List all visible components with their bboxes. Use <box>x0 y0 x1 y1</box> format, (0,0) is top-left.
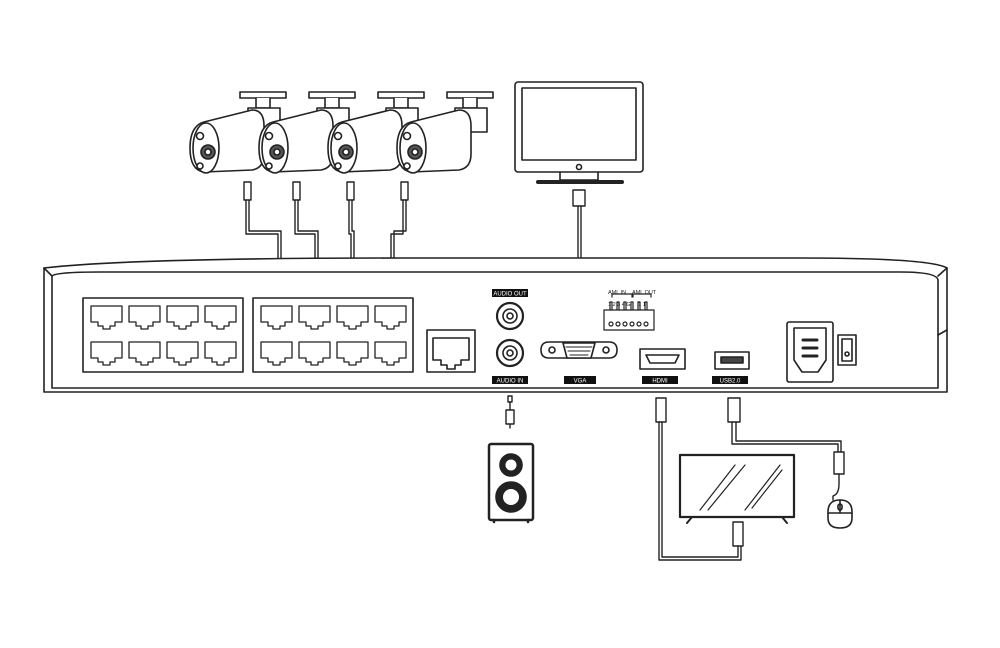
audio-out-label: AUDIO OUT <box>493 292 527 298</box>
cameras <box>189 91 494 174</box>
rj45-port-13 <box>260 341 293 366</box>
bullet-camera-icon <box>396 91 494 174</box>
rj45-port-11 <box>336 305 369 330</box>
alarm-terminal-block <box>603 293 655 331</box>
hdmi-plug-icon <box>655 397 667 423</box>
rj45-port-10 <box>298 305 331 330</box>
vga-label: VGA <box>574 379 587 385</box>
bullet-camera-icon <box>189 91 287 174</box>
rj45-ports <box>90 305 407 366</box>
usb-plug-icon <box>833 451 845 475</box>
audio-in-label: AUDIO IN <box>497 379 524 385</box>
rj45-port-16 <box>374 341 407 366</box>
rj45-port-3 <box>166 305 199 330</box>
hdmi-cable <box>655 397 744 561</box>
mouse-icon <box>827 499 853 529</box>
lan-port <box>426 329 476 373</box>
usb-cable <box>727 397 845 501</box>
alarm-in-label: AML IN <box>608 290 626 296</box>
alarm-out-label: AML OUT <box>632 290 657 296</box>
rj45-port-14 <box>298 341 331 366</box>
poe-port-group <box>82 297 244 373</box>
rj45-plug-icon <box>346 181 355 201</box>
power-switch[interactable] <box>837 334 857 366</box>
tv-icon <box>678 453 796 524</box>
port-labels: AUDIO OUT AUDIO IN VGA HDMI USB2.0 AML I… <box>492 289 748 385</box>
audio-in-jack <box>495 338 525 368</box>
rj45-port-8 <box>204 341 237 366</box>
rj45-port-9 <box>260 305 293 330</box>
power-socket <box>786 321 834 383</box>
hdmi-port <box>639 348 686 370</box>
speaker-icon <box>487 442 535 524</box>
rj45-port-6 <box>128 341 161 366</box>
usb-plug-icon <box>727 397 741 423</box>
hdmi-plug-icon <box>732 521 744 547</box>
audio-cable <box>505 395 515 429</box>
audio-out-jack <box>495 301 525 331</box>
nvr-icon <box>43 257 948 393</box>
vga-port <box>540 341 618 359</box>
rj45-plug-icon <box>292 181 301 201</box>
rj45-plug-icon <box>243 181 252 201</box>
alarm-in-pins: 1 2 3 4 G <box>608 302 631 308</box>
rj45-plug-icon <box>400 181 409 201</box>
usb-port <box>714 351 750 370</box>
bullet-camera-icon <box>258 91 356 174</box>
monitor-icon <box>514 81 644 184</box>
poe-port-group <box>252 297 414 373</box>
rj45-port-15 <box>336 341 369 366</box>
hdmi-label: HDMI <box>652 379 668 385</box>
rj45-port-7 <box>166 341 199 366</box>
rj45-port-5 <box>90 341 123 366</box>
rj45-port-12 <box>374 305 407 330</box>
bullet-camera-icon <box>327 91 425 174</box>
rj45-port-1 <box>90 305 123 330</box>
usb-label: USB2.0 <box>720 379 741 385</box>
rj45-port-4 <box>204 305 237 330</box>
alarm-out-pins: 1 1 <box>638 302 646 308</box>
vga-plug-icon <box>572 189 586 207</box>
rj45-port-2 <box>128 305 161 330</box>
